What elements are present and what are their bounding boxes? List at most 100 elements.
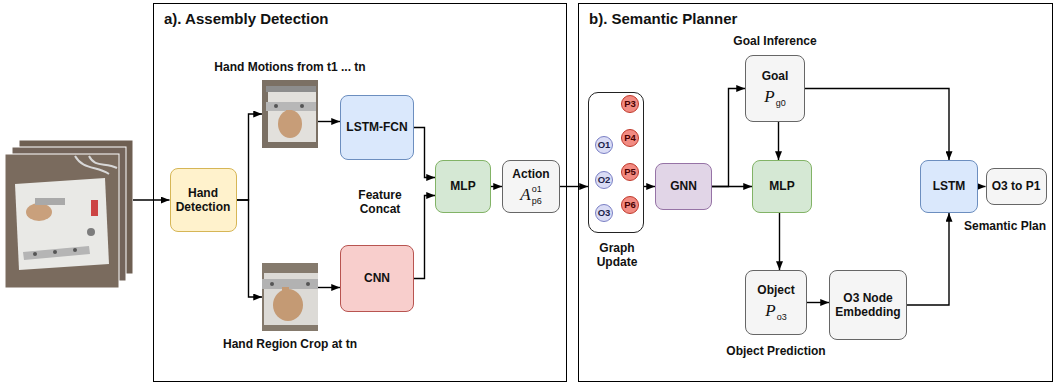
image-sequence-illustration: [5, 140, 133, 288]
math-index: g0: [776, 98, 786, 108]
box-label: O3 Node Embedding: [833, 291, 903, 320]
hand: [278, 110, 302, 138]
box-label: Action: [512, 167, 549, 181]
box-label: Goal: [762, 69, 789, 83]
math-symbol: Pg0: [764, 86, 785, 108]
caption-text: Hand Motions from t1 ... tn: [190, 60, 390, 74]
box-label: Object: [757, 283, 794, 297]
photo-frame: [266, 86, 316, 92]
part-node: P6: [621, 196, 639, 214]
object-node: O1: [595, 136, 613, 154]
part: [35, 198, 65, 205]
hand-crop-photo: [262, 263, 318, 331]
box-label: CNN: [364, 271, 390, 285]
panel-title: a). Assembly Detection: [164, 10, 329, 27]
hole: [270, 282, 274, 286]
math-index: o3: [777, 312, 787, 322]
hole: [300, 104, 304, 108]
annotation-label: Goal Inference: [715, 34, 835, 48]
node-label: O3: [598, 208, 611, 218]
photo-node: Hand Region Crop at tn: [262, 263, 318, 331]
hole: [53, 250, 57, 254]
connector-arrow: [237, 114, 263, 200]
caption-text: Graph Update: [585, 241, 649, 270]
node-label: P6: [624, 200, 636, 210]
embedding-box: O3 Node Embedding: [829, 270, 907, 340]
object: [91, 200, 98, 216]
hand-motion-photo: [262, 80, 318, 148]
connector-arrow: [807, 302, 829, 303]
connector-arrow: [133, 199, 170, 200]
connector-arrow: [779, 213, 780, 270]
connector-arrow: [978, 186, 986, 187]
connector-arrow: [907, 213, 949, 305]
hole: [274, 104, 278, 108]
image-input: Image Sequences: [5, 140, 133, 288]
box-label: LSTM: [933, 179, 966, 193]
math-letter: P: [764, 86, 774, 108]
math-symbol: Ao1p6: [520, 184, 541, 206]
annotation-label: Object Prediction: [716, 344, 836, 358]
metal-bar: [23, 246, 90, 260]
node-label: O1: [598, 140, 611, 150]
hole: [33, 252, 37, 256]
output-box: ActionAo1p6: [502, 160, 560, 213]
connector-arrow: [644, 186, 655, 187]
box-label: O3 to P1: [992, 179, 1041, 193]
finger: [286, 110, 292, 124]
model-box: CNN: [340, 245, 414, 312]
hand: [26, 203, 52, 221]
frame: [5, 154, 119, 288]
math-indices: o1p6: [532, 184, 542, 206]
metal-bar: [262, 279, 318, 289]
math-indices: o3: [777, 300, 787, 322]
math-letter: P: [765, 300, 775, 322]
connector-arrow: [712, 89, 745, 187]
bolt: [87, 228, 95, 236]
annotation-label: Semantic Plan: [960, 219, 1050, 233]
photo-ground: [262, 263, 318, 331]
part-node: P5: [621, 163, 639, 181]
panel-title: b). Semantic Planner: [589, 10, 737, 27]
box-label: Hand Detection: [174, 186, 233, 215]
object-node: O2: [595, 171, 613, 189]
math-letter: A: [520, 184, 530, 206]
board: [268, 92, 316, 142]
node-label: P5: [624, 167, 636, 177]
box-label: MLP: [769, 179, 794, 193]
finger: [282, 287, 289, 303]
annotation-label: Feature Concat: [346, 188, 414, 217]
model-box: LSTM-FCN: [340, 95, 414, 160]
connector-arrow: [414, 196, 435, 279]
board: [15, 178, 109, 270]
connector-arrow: [318, 287, 340, 288]
section-panel: b). Semantic PlannerGraph UpdateO1O2O3P3…: [578, 3, 1053, 382]
box-label: MLP: [450, 179, 475, 193]
caption-text: Hand Region Crop at tn: [200, 337, 380, 351]
hole: [306, 282, 310, 286]
object-node: O3: [595, 204, 613, 222]
metal-bar: [266, 102, 316, 111]
connector-arrow: [712, 186, 752, 187]
process-box: Hand Detection: [170, 168, 237, 232]
math-indices: g0: [776, 86, 786, 108]
math-index: o1: [532, 184, 542, 194]
output-box: ObjectPo3: [745, 270, 807, 335]
node-label: O2: [598, 175, 611, 185]
connector-arrow: [805, 89, 949, 161]
connector-arrow: [491, 186, 502, 187]
part-node: P4: [621, 129, 639, 147]
math-index: p6: [532, 196, 542, 206]
connector-arrow: [560, 186, 588, 187]
connector-arrow: [778, 122, 779, 160]
math-symbol: Po3: [765, 300, 786, 322]
connector-arrow: [414, 128, 435, 178]
connector-arrow: [318, 121, 340, 122]
model-box: LSTM: [920, 160, 978, 213]
result-box: O3 to P1: [986, 168, 1047, 205]
model-box: MLP: [752, 160, 812, 213]
graph-box: Graph UpdateO1O2O3P3P4P5P6: [588, 92, 644, 233]
cable: [75, 156, 117, 174]
node-label: P4: [624, 133, 636, 143]
box-label: GNN: [670, 179, 697, 193]
